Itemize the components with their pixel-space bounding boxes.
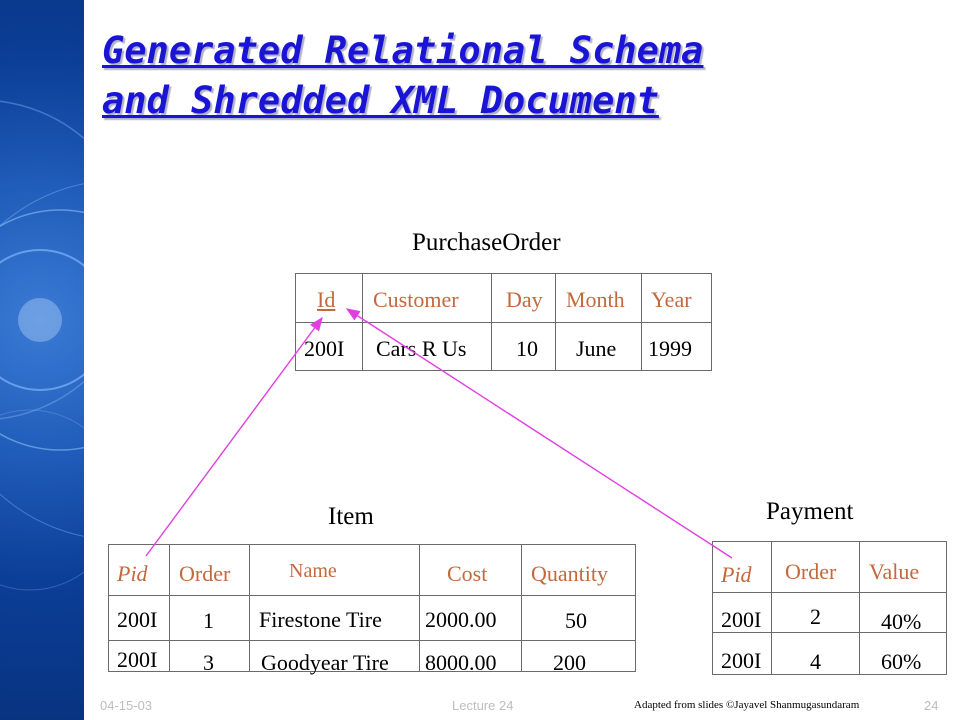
cell-order: 3 (203, 650, 214, 675)
footer-date: 04-15-03 (100, 698, 153, 713)
cell-year: 1999 (648, 336, 692, 361)
table-column-divider (555, 274, 556, 370)
cell-order: 1 (203, 608, 214, 633)
cell-pid: 200I (721, 607, 762, 632)
title-line-2: and Shredded XML Document (102, 79, 659, 122)
header-name: Name (289, 560, 337, 582)
header-pid: Pid (721, 562, 752, 587)
table-column-divider (521, 545, 522, 671)
header-year: Year (651, 287, 692, 312)
payment-table: Pid Order Value 200I 2 40% 200I 4 60% (712, 541, 947, 675)
header-month: Month (566, 287, 625, 312)
cell-pid: 200I (721, 648, 762, 673)
header-customer: Customer (373, 287, 459, 312)
table-column-divider (169, 545, 170, 671)
table-column-divider (491, 274, 492, 370)
cell-quantity: 200 (553, 650, 586, 675)
cell-id: 200I (304, 336, 345, 361)
table-column-divider (859, 542, 860, 674)
table-row-divider (713, 632, 946, 633)
sidebar-swirl-graphic (0, 100, 84, 591)
cell-pid: 200I (117, 607, 158, 632)
cell-order: 2 (810, 604, 821, 629)
footer-lecture: Lecture 24 (452, 698, 514, 713)
header-day: Day (506, 287, 543, 312)
header-order: Order (179, 561, 231, 586)
footer-credit: Adapted from slides ©Jayavel Shanmugasun… (634, 699, 860, 711)
table-row-divider (109, 640, 635, 641)
cell-name: Goodyear Tire (261, 650, 389, 675)
table-column-divider (419, 545, 420, 671)
purchaseorder-table-name: PurchaseOrder (412, 229, 561, 256)
payment-table-name: Payment (766, 498, 854, 525)
cell-name: Firestone Tire (259, 607, 382, 632)
cell-month: June (576, 336, 617, 361)
cell-pid: 200I (117, 647, 158, 672)
item-table: Pid Order Name Cost Quantity 200I 1 Fire… (108, 544, 636, 675)
cell-cost: 8000.00 (425, 650, 497, 675)
header-quantity: Quantity (531, 561, 608, 586)
table-row-divider (296, 322, 711, 323)
header-cost: Cost (447, 561, 488, 586)
item-table-name: Item (328, 503, 374, 530)
slide-title: Generated Relational Schema and Shredded… (102, 26, 922, 126)
cell-value: 40% (881, 609, 922, 634)
decorative-sidebar (0, 0, 84, 720)
header-value: Value (869, 559, 920, 584)
cell-order: 4 (810, 649, 821, 674)
table-row-divider (109, 595, 635, 596)
cell-value: 60% (881, 649, 922, 674)
footer-page-number: 24 (924, 698, 939, 713)
table-column-divider (362, 274, 363, 370)
cell-cost: 2000.00 (425, 607, 497, 632)
table-column-divider (641, 274, 642, 370)
table-column-divider (771, 542, 772, 674)
table-row-divider (713, 592, 946, 593)
header-id: Id (317, 287, 336, 312)
purchaseorder-table: Id Customer Day Month Year 200I Cars R U… (295, 273, 712, 371)
cell-quantity: 50 (565, 608, 587, 633)
item-pid-to-id-arrow (145, 316, 323, 557)
header-pid: Pid (117, 561, 148, 586)
table-column-divider (249, 545, 250, 671)
cell-day: 10 (516, 336, 538, 361)
title-line-1: Generated Relational Schema (102, 29, 704, 72)
header-order: Order (785, 559, 837, 584)
payment-pid-to-id-arrow (345, 308, 733, 559)
